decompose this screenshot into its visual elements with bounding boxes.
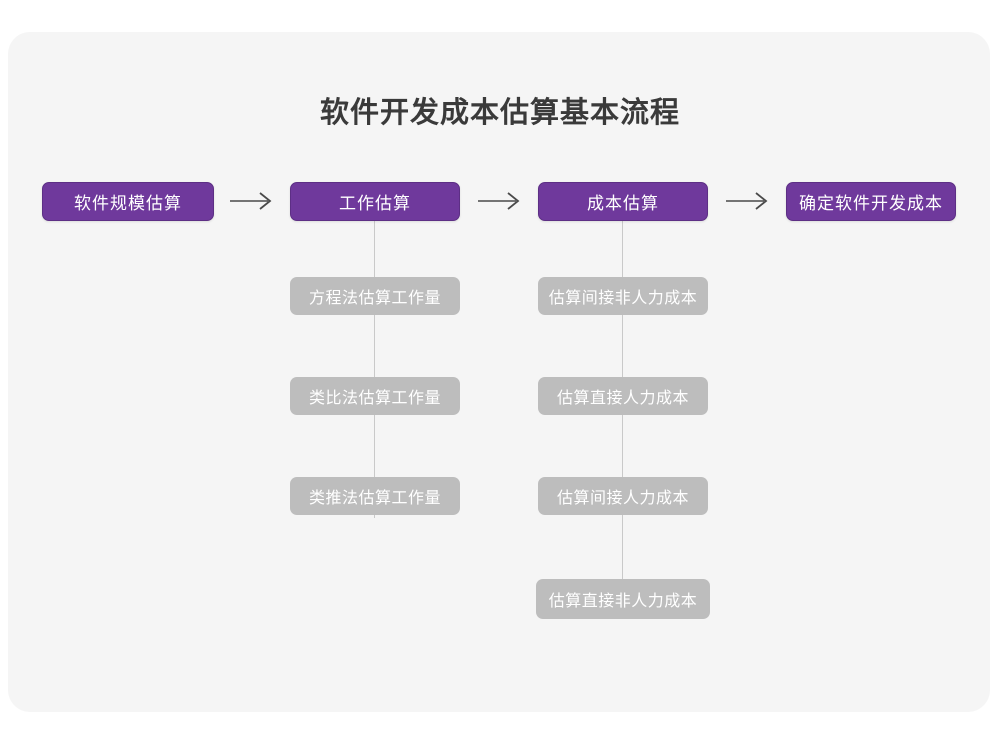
page-title: 软件开发成本估算基本流程	[319, 97, 680, 129]
branch-node-label: 估算直接非人力成本	[548, 593, 698, 610]
branch-node-cost-3[interactable]: 估算间接人力成本	[538, 477, 708, 515]
arrow-right-icon-1	[230, 192, 272, 210]
branch-node-label: 方程法估算工作量	[308, 290, 441, 307]
branch-node-label: 估算间接非人力成本	[548, 290, 698, 307]
branch-node-label: 估算间接人力成本	[556, 490, 689, 507]
arrow-right-icon-2	[478, 192, 520, 210]
flow-step-work-estimation[interactable]: 工作估算	[290, 182, 460, 221]
branch-node-work-2[interactable]: 类比法估算工作量	[290, 377, 460, 415]
flow-step-cost-estimation[interactable]: 成本估算	[538, 182, 708, 221]
connector-line-cost	[622, 218, 623, 618]
branch-node-cost-2[interactable]: 估算直接人力成本	[538, 377, 708, 415]
connector-line-work	[374, 218, 375, 518]
diagram-card	[8, 32, 990, 712]
arrow-right-icon-3	[726, 192, 768, 210]
branch-node-label: 估算直接人力成本	[556, 390, 689, 407]
branch-node-cost-4[interactable]: 估算直接非人力成本	[536, 579, 710, 619]
flow-step-determine-development-cost[interactable]: 确定软件开发成本	[786, 182, 956, 221]
flow-step-label: 确定软件开发成本	[799, 194, 943, 213]
flow-step-software-scale-estimation[interactable]: 软件规模估算	[42, 182, 214, 221]
flow-step-label: 成本估算	[587, 194, 659, 213]
branch-node-label: 类比法估算工作量	[308, 390, 441, 407]
flow-step-label: 软件规模估算	[74, 194, 182, 213]
flow-step-label: 工作估算	[339, 194, 411, 213]
branch-node-work-1[interactable]: 方程法估算工作量	[290, 277, 460, 315]
branch-node-work-3[interactable]: 类推法估算工作量	[290, 477, 460, 515]
branch-node-cost-1[interactable]: 估算间接非人力成本	[538, 277, 708, 315]
branch-node-label: 类推法估算工作量	[308, 490, 441, 507]
